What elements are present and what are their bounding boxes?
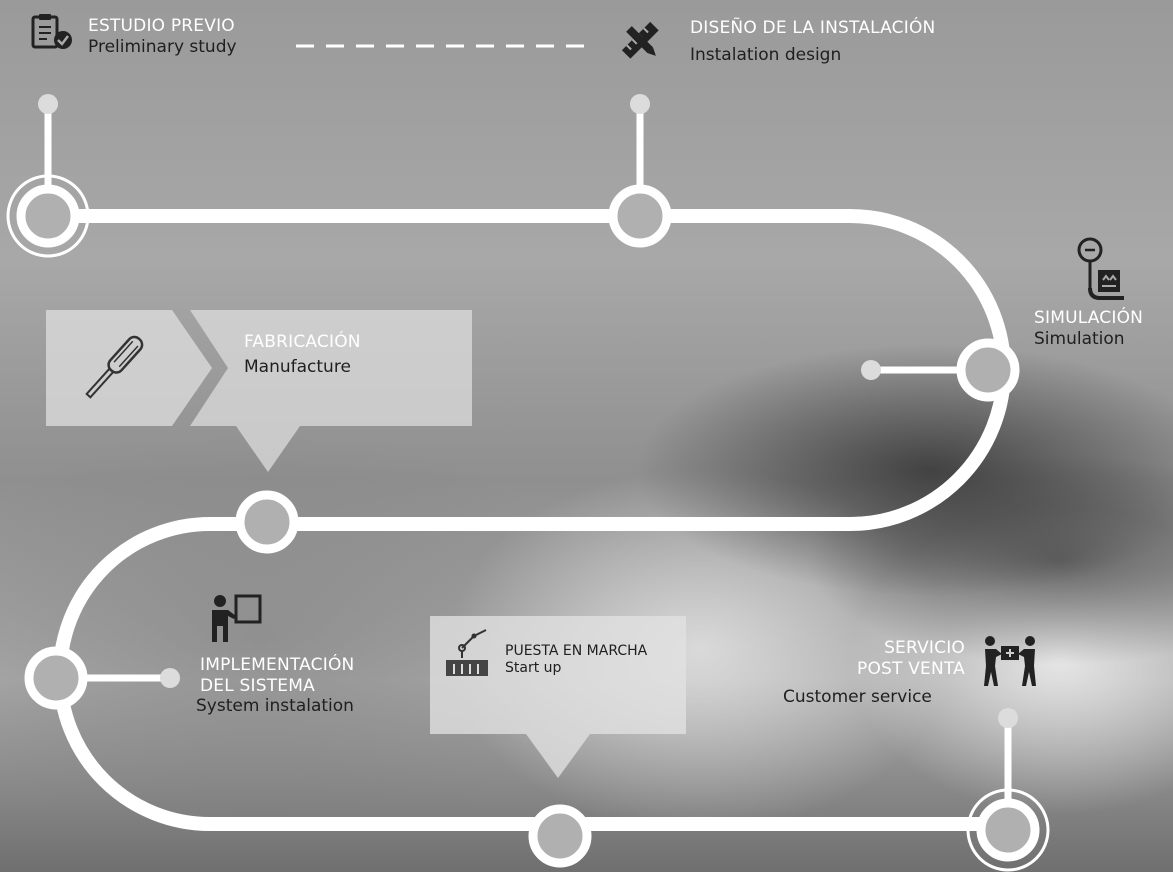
fabricacion-callout <box>46 310 472 472</box>
step-subtitle: Customer service <box>783 687 932 708</box>
step-subtitle: Manufacture <box>244 356 351 377</box>
step-estudio: ESTUDIO PREVIO Preliminary study <box>88 16 237 57</box>
step-subtitle: Preliminary study <box>88 36 237 57</box>
step-simulacion: SIMULACIÓN Simulation <box>1034 308 1143 349</box>
checklist-icon <box>30 12 74 56</box>
step-subtitle: System instalation <box>196 696 354 717</box>
step-title: PUESTA EN MARCHA <box>505 643 648 659</box>
step-fabricacion: FABRICACIÓN Manufacture <box>244 332 361 377</box>
node-fabricacion <box>235 490 299 554</box>
step-subtitle: Simulation <box>1034 328 1125 349</box>
step-title: FABRICACIÓN <box>244 332 361 352</box>
node-simulacion <box>956 338 1020 402</box>
step-title-line2: POST VENTA <box>857 658 965 679</box>
step-title: SERVICIO <box>884 638 965 658</box>
step-implementacion: IMPLEMENTACIÓN DEL SISTEMA System instal… <box>196 655 355 717</box>
step-subtitle: Start up <box>505 660 562 677</box>
step-servicio: SERVICIO POST VENTA Customer service <box>783 638 965 708</box>
track-path <box>41 209 1015 831</box>
step-title: DISEÑO DE LA INSTALACIÓN <box>690 18 936 38</box>
step-subtitle: Instalation design <box>690 44 842 65</box>
engineer-board-icon <box>206 592 264 648</box>
customer-handshake-icon <box>982 634 1038 694</box>
puesta-callout <box>430 616 686 778</box>
step-title-line2: DEL SISTEMA <box>200 675 315 696</box>
robot-crane-icon <box>444 624 492 684</box>
node-estudio <box>6 174 90 258</box>
step-title: ESTUDIO PREVIO <box>88 16 235 36</box>
step-puesta: PUESTA EN MARCHA Start up <box>505 643 647 677</box>
node-diseno <box>608 184 672 248</box>
step-diseno: DISEÑO DE LA INSTALACIÓN Instalation des… <box>690 18 935 65</box>
step-title: IMPLEMENTACIÓN <box>200 655 355 675</box>
node-implementacion <box>24 646 88 710</box>
node-puesta <box>528 804 592 868</box>
conveyor-box-icon <box>1074 236 1130 308</box>
step-title: SIMULACIÓN <box>1034 308 1144 328</box>
screwdriver-icon <box>70 322 160 416</box>
node-servicio <box>966 788 1050 872</box>
pencil-ruler-icon <box>616 16 666 70</box>
